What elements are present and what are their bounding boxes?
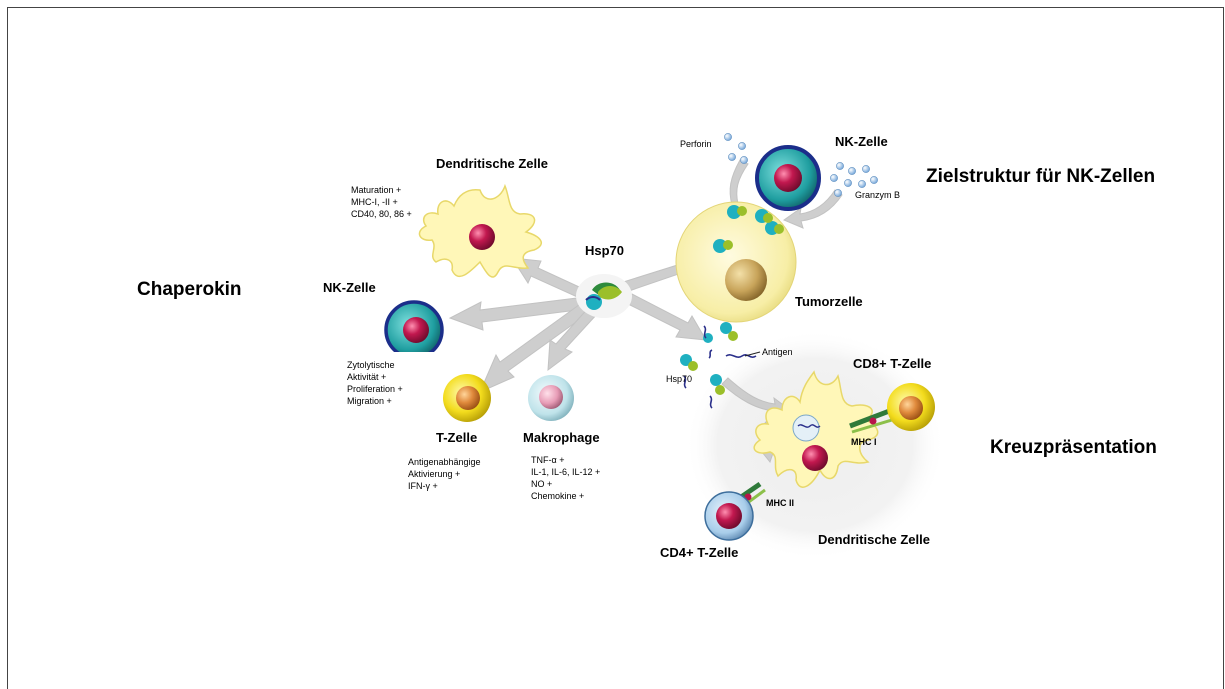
effect-line: Maturation + bbox=[351, 185, 402, 195]
macrophage bbox=[528, 375, 574, 421]
dendritic-cell-bottom bbox=[753, 370, 879, 488]
heading-chaperokin: Chaperokin bbox=[137, 279, 242, 300]
effect-line: Chemokine + bbox=[531, 491, 585, 501]
effect-line: Migration + bbox=[347, 396, 392, 406]
label-antigen: Antigen bbox=[762, 347, 793, 357]
effect-line: IL-1, IL-6, IL-12 + bbox=[531, 467, 601, 477]
label-nk-right: NK-Zelle bbox=[835, 134, 888, 149]
label-tumor: Tumorzelle bbox=[795, 294, 863, 309]
label-granzym: Granzym B bbox=[855, 190, 901, 200]
effect-line: NO + bbox=[531, 479, 553, 489]
label-nk-left: NK-Zelle bbox=[323, 280, 376, 295]
effect-line: MHC-I, -II + bbox=[351, 197, 398, 207]
label-mhc1: MHC I bbox=[851, 437, 877, 447]
effect-line: Aktivierung + bbox=[408, 469, 461, 479]
heading-cross-presentation: Kreuzpräsentation bbox=[990, 437, 1157, 458]
label-cd8: CD8+ T-Zelle bbox=[853, 356, 932, 371]
label-dendritic-bottom: Dendritische Zelle bbox=[818, 532, 930, 547]
label-hsp70-center: Hsp70 bbox=[585, 243, 625, 258]
effect-line: Aktivität + bbox=[347, 372, 387, 382]
label-cd4: CD4+ T-Zelle bbox=[660, 545, 739, 560]
hsp70-icon bbox=[576, 274, 632, 318]
label-dendritic-top: Dendritische Zelle bbox=[436, 156, 548, 171]
tumor-cell bbox=[675, 201, 797, 323]
label-t-cell: T-Zelle bbox=[436, 430, 478, 445]
effects-nk: Zytolytische Aktivität + Proliferation +… bbox=[347, 359, 403, 407]
effect-line: TNF-α + bbox=[531, 455, 565, 465]
label-perforin: Perforin bbox=[680, 139, 712, 149]
dendritic-cell-top bbox=[418, 183, 543, 278]
antigen-squiggle bbox=[680, 322, 761, 409]
label-hsp70-small: Hsp70 bbox=[666, 374, 693, 384]
cd4-t-cell bbox=[704, 491, 754, 541]
effect-line: IFN-γ + bbox=[408, 481, 438, 491]
nk-cell-left bbox=[380, 300, 450, 364]
effect-line: Antigenabhängige bbox=[408, 457, 481, 467]
nk-cell-right bbox=[755, 145, 821, 211]
effects-dendritic: Maturation + MHC-I, -II + CD40, 80, 86 + bbox=[351, 184, 412, 220]
perforin-dots bbox=[724, 133, 748, 164]
effects-tcell: Antigenabhängige Aktivierung + IFN-γ + bbox=[408, 456, 481, 492]
label-macrophage: Makrophage bbox=[523, 430, 600, 445]
effect-line: Zytolytische bbox=[347, 360, 395, 370]
t-cell bbox=[443, 374, 491, 422]
effect-line: CD40, 80, 86 + bbox=[351, 209, 412, 219]
cd8-t-cell bbox=[887, 383, 935, 431]
heading-target-nk: Zielstruktur für NK-Zellen bbox=[926, 166, 1156, 187]
effects-macrophage: TNF-α + IL-1, IL-6, IL-12 + NO + Chemoki… bbox=[531, 454, 600, 502]
granzym-dots bbox=[830, 162, 878, 197]
effect-line: Proliferation + bbox=[347, 384, 403, 394]
label-mhc2: MHC II bbox=[766, 498, 794, 508]
